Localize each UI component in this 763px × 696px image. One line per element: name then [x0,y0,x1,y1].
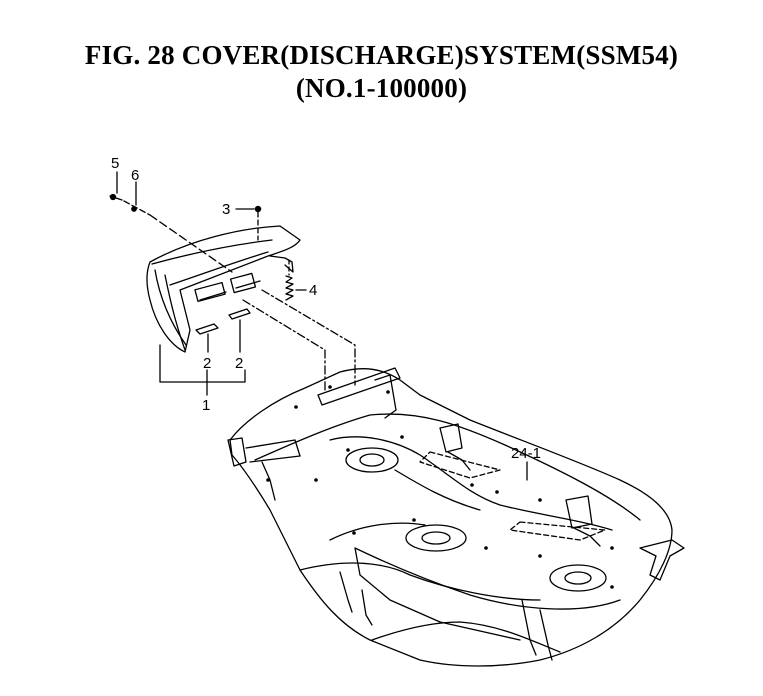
bolt-and-washer [109,193,233,273]
callout-2-right: 2 [235,355,243,372]
callout-6: 6 [131,167,139,184]
callout-2-left: 2 [203,355,211,372]
mower-deck [227,367,685,667]
figure-subtitle: (NO.1-100000) [295,73,468,103]
discharge-cover [146,225,301,353]
callout-3: 3 [222,201,230,218]
callout-1: 1 [202,397,210,414]
callout-24-1: 24-1 [511,445,541,462]
hinge-pads [195,308,251,335]
callout-4: 4 [309,282,317,299]
callout-5: 5 [111,155,119,172]
spring [285,259,294,301]
nut [254,205,262,241]
figure-title: FIG. 28 COVER(DISCHARGE)SYSTEM(SSM54) [84,40,679,70]
